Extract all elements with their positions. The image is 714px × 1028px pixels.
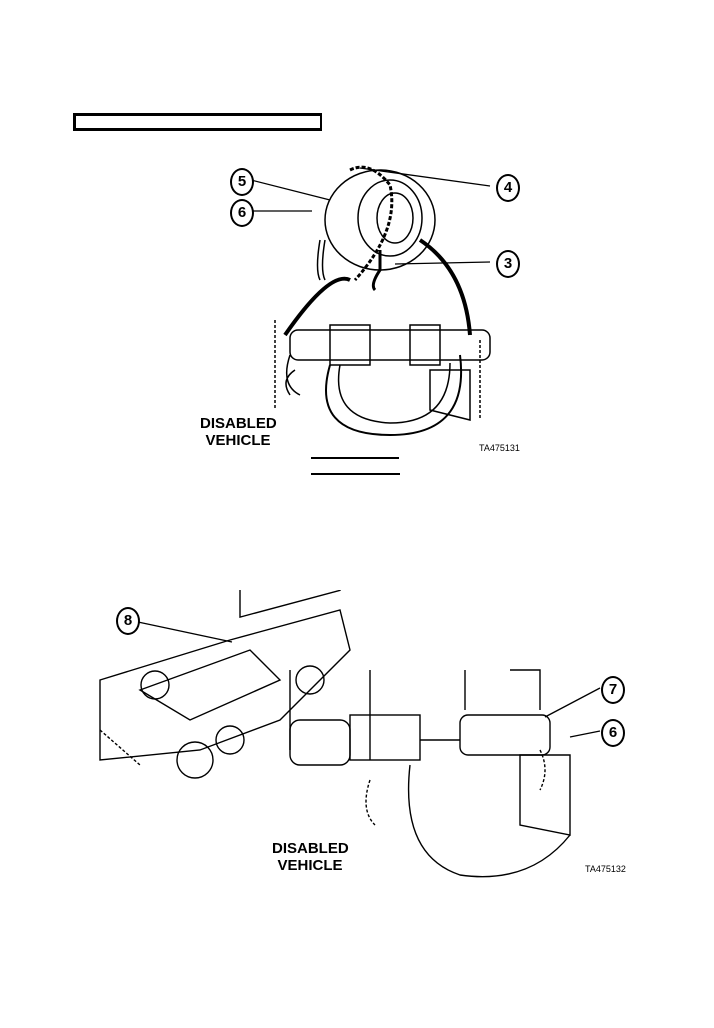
- ta-number-2: TA475132: [585, 864, 626, 874]
- callout-4: 4: [496, 174, 520, 202]
- figure2-leaders: [137, 621, 601, 738]
- label-line1: DISABLED: [200, 415, 277, 432]
- callout-5: 5: [230, 168, 254, 196]
- rule: [311, 457, 399, 459]
- callout-7: 7: [601, 676, 625, 704]
- callout-6b: 6: [601, 719, 625, 747]
- figure2-illustration: [99, 590, 571, 878]
- disabled-vehicle-label-2: DISABLED VEHICLE: [272, 840, 349, 874]
- disabled-vehicle-label-1: DISABLED VEHICLE: [200, 415, 277, 449]
- callout-8: 8: [116, 607, 140, 635]
- label-line2: VEHICLE: [277, 857, 343, 874]
- label-line1: DISABLED: [272, 840, 349, 857]
- figure1-leaders: [250, 167, 491, 265]
- rule: [311, 473, 400, 475]
- callout-6: 6: [230, 199, 254, 227]
- ta-number-1: TA475131: [479, 443, 520, 453]
- callout-3: 3: [496, 250, 520, 278]
- figure1-illustration: [274, 165, 491, 437]
- label-line2: VEHICLE: [205, 432, 271, 449]
- header-box: [73, 113, 322, 131]
